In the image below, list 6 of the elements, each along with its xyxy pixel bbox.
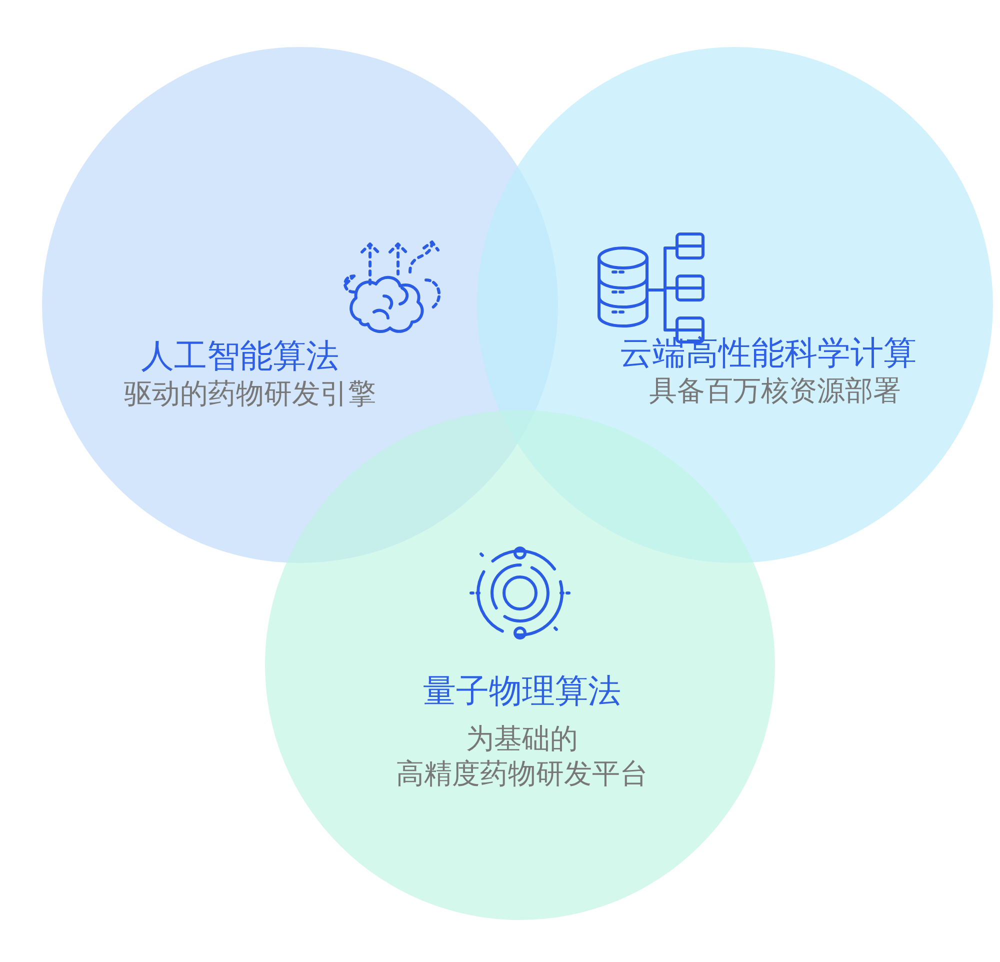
circle-description: 为基础的高精度药物研发平台 bbox=[396, 723, 648, 792]
circle-heading: 量子物理算法 bbox=[423, 673, 621, 712]
circle-description: 驱动的药物研发引擎 bbox=[124, 378, 376, 412]
circle-description: 具备百万核资源部署 bbox=[649, 375, 901, 409]
circle-heading: 云端高性能科学计算 bbox=[620, 335, 916, 374]
circle-heading: 人工智能算法 bbox=[141, 338, 339, 377]
